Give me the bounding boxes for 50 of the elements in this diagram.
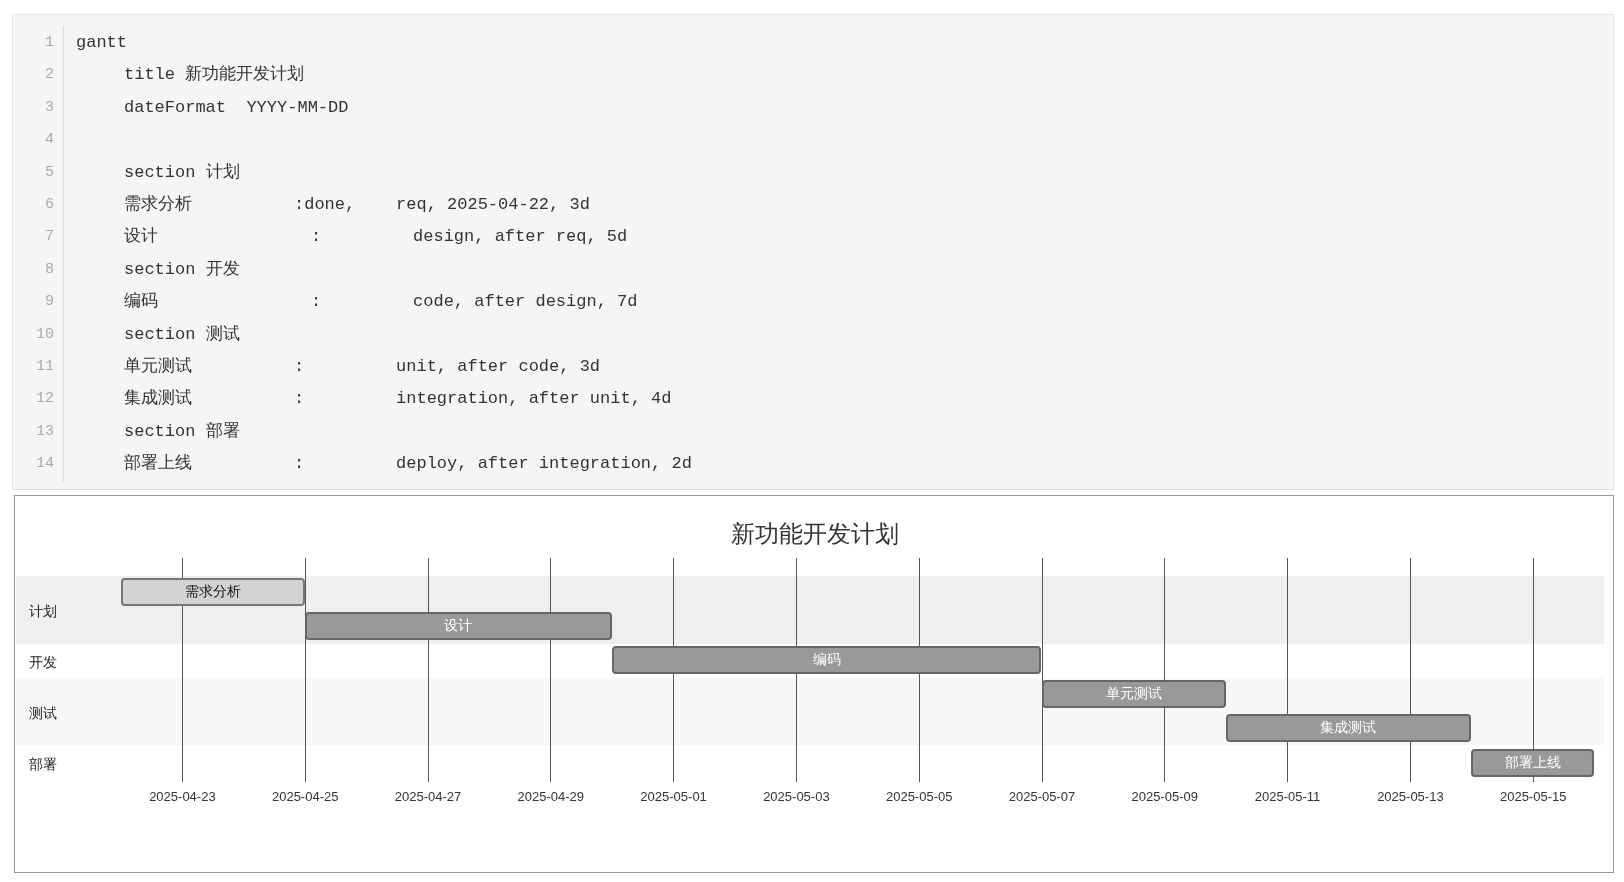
code-line: dateFormat YYYY-MM-DD (124, 97, 349, 118)
line-number: 2 (44, 65, 54, 86)
code-line: 单元测试 : unit, after code, 3d (124, 357, 601, 377)
line-number: 12 (35, 389, 54, 410)
section-label: 开发 (29, 654, 57, 672)
axis-tick-label: 2025-05-13 (1377, 789, 1444, 804)
axis-tick-label: 2025-05-03 (763, 789, 830, 804)
line-number: 11 (35, 357, 54, 377)
axis-tick-label: 2025-05-09 (1131, 789, 1199, 804)
code-line: 集成测试 : integration, after unit, 4d (124, 389, 672, 410)
task-bar: 单元测试 (1041, 680, 1226, 709)
line-number: 6 (44, 195, 54, 215)
task-bar: 编码 (611, 646, 1042, 675)
task-bar: 设计 (304, 612, 612, 641)
line-number: 14 (35, 454, 54, 475)
axis-tick-label: 2025-05-15 (1499, 789, 1567, 804)
section-label: 测试 (29, 705, 57, 723)
line-number: 7 (44, 227, 54, 248)
chart-title: 新功能开发计划 (731, 519, 899, 549)
code-line: section 开发 (124, 259, 240, 280)
axis-tick-label: 2025-04-29 (517, 789, 585, 804)
section-label: 计划 (29, 603, 57, 621)
code-line: 编码 : code, after design, 7d (124, 292, 638, 313)
axis-tick-label: 2025-04-25 (271, 789, 339, 804)
line-number: 1 (44, 33, 54, 53)
code-line: section 部署 (124, 421, 240, 442)
axis-tick-label: 2025-04-27 (394, 789, 462, 804)
code-line: 需求分析 :done, req, 2025-04-22, 3d (124, 195, 590, 215)
line-number: 3 (44, 97, 54, 118)
line-number: 5 (44, 162, 54, 183)
line-number: 4 (44, 130, 54, 151)
axis-tick-label: 2025-05-01 (640, 789, 707, 804)
line-number: 13 (35, 421, 54, 442)
axis-tick-label: 2025-04-23 (149, 789, 216, 804)
line-number: 8 (44, 259, 54, 280)
code-line: gantt (76, 33, 127, 53)
code-line: section 计划 (124, 162, 240, 183)
code-line: section 测试 (124, 324, 240, 345)
line-number: 9 (44, 292, 54, 313)
line-number: 10 (35, 324, 54, 345)
axis-tick-label: 2025-05-11 (1254, 789, 1321, 804)
code-line: 部署上线 : deploy, after integration, 2d (124, 454, 692, 475)
axis-tick-label: 2025-05-05 (885, 789, 953, 804)
task-bar: 集成测试 (1225, 714, 1472, 743)
code-line: 设计 : design, after req, 5d (124, 227, 628, 248)
axis-tick-label: 2025-05-07 (1008, 789, 1076, 804)
task-bar: 需求分析 (120, 578, 305, 606)
task-bar: 部署上线 (1471, 748, 1595, 777)
section-label: 部署 (29, 756, 57, 774)
code-line: title 新功能开发计划 (124, 65, 305, 86)
